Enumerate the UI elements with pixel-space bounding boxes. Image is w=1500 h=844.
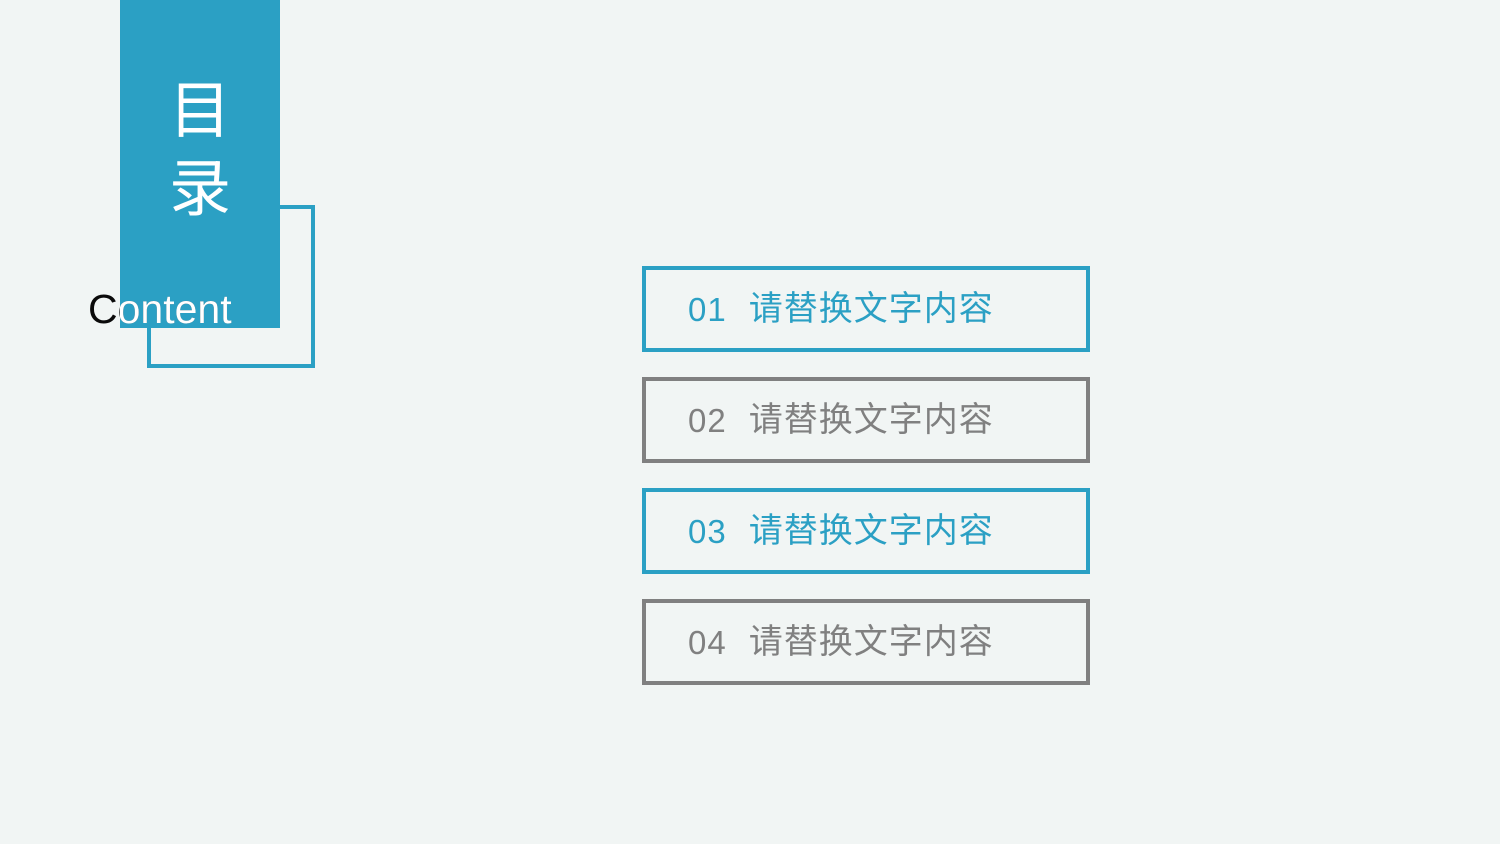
title-decoration: 目 录 Content Content [0, 0, 420, 420]
agenda-item-02-index: 02 [688, 401, 727, 439]
agenda-item-01-index: 01 [688, 290, 727, 328]
agenda-item-02[interactable]: 02 请替换文字内容 [642, 377, 1090, 463]
page-title-latin-outside: Content [88, 286, 232, 332]
agenda-item-02-label: 请替换文字内容 [748, 400, 994, 440]
page-title-latin-knockout-clip: Content [120, 286, 348, 332]
agenda-item-04-index: 04 [688, 623, 727, 661]
agenda-item-04[interactable]: 04 请替换文字内容 [642, 599, 1090, 685]
decoration-filled-block [120, 0, 280, 328]
page-title-latin: Content Content [88, 286, 348, 332]
page-title-latin-inside: Content [120, 286, 232, 332]
agenda-item-04-label: 请替换文字内容 [748, 622, 994, 662]
agenda-menu: 01 请替换文字内容 02 请替换文字内容 03 请替换文字内容 04 请替换文… [642, 266, 1090, 685]
agenda-item-03-label: 请替换文字内容 [748, 511, 994, 551]
agenda-item-03-index: 03 [688, 512, 727, 550]
agenda-item-03[interactable]: 03 请替换文字内容 [642, 488, 1090, 574]
page-title-cjk: 目 录 [168, 74, 231, 225]
agenda-item-01-label: 请替换文字内容 [748, 289, 994, 329]
agenda-item-01[interactable]: 01 请替换文字内容 [642, 266, 1090, 352]
